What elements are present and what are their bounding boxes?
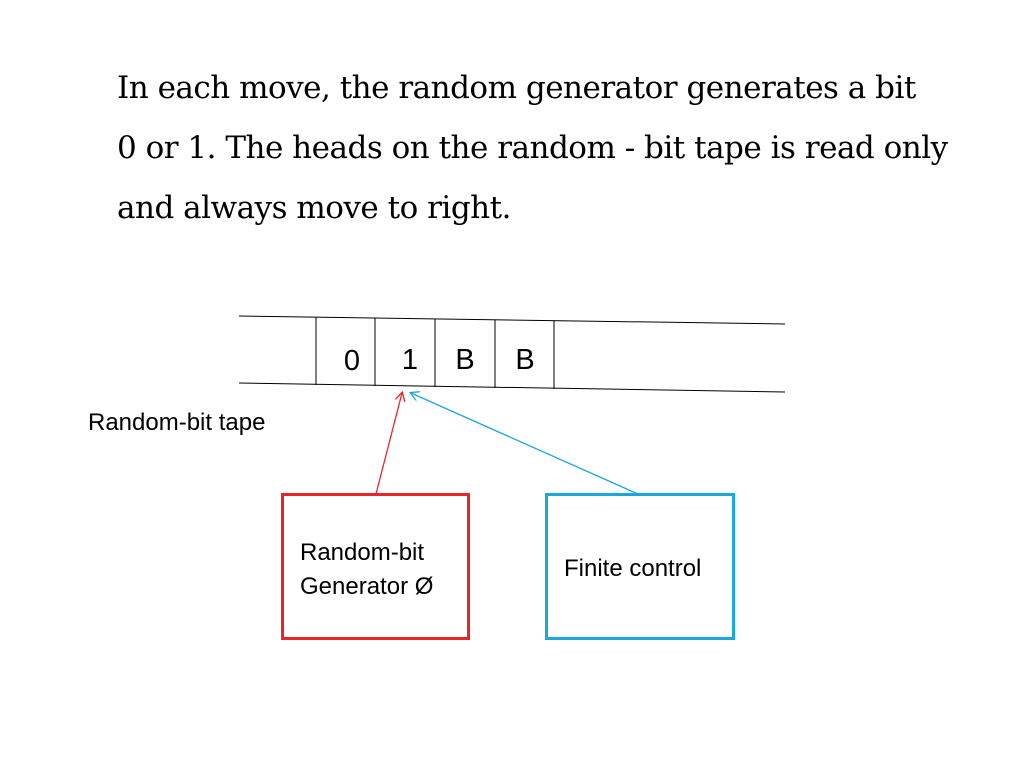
description-paragraph: In each move, the random generator gener… xyxy=(117,58,997,238)
tape-cell-3: B xyxy=(515,344,534,376)
paragraph-line-1: In each move, the random generator gener… xyxy=(117,70,916,106)
tape-cell-2: B xyxy=(455,344,474,376)
generator-label-line-2: Generator Ø xyxy=(300,573,434,600)
generator-label: Random-bit Generator Ø xyxy=(300,536,433,604)
tape-cell-0: 0 xyxy=(344,345,360,377)
tape-cell-1: 1 xyxy=(402,344,418,376)
generator-label-line-1: Random-bit xyxy=(300,539,425,566)
tape-top-line xyxy=(238,315,786,325)
paragraph-line-3: and always move to right. xyxy=(117,190,511,226)
control-arrow xyxy=(411,393,639,495)
random-bit-generator-box: Random-bit Generator Ø xyxy=(281,493,470,640)
generator-arrow xyxy=(375,393,402,495)
tape-bottom-line xyxy=(238,382,786,393)
tape-label: Random-bit tape xyxy=(88,409,266,436)
finite-control-label: Finite control xyxy=(564,555,702,582)
paragraph-line-2: 0 or 1. The heads on the random - bit ta… xyxy=(117,130,948,166)
finite-control-box: Finite control xyxy=(545,493,735,640)
